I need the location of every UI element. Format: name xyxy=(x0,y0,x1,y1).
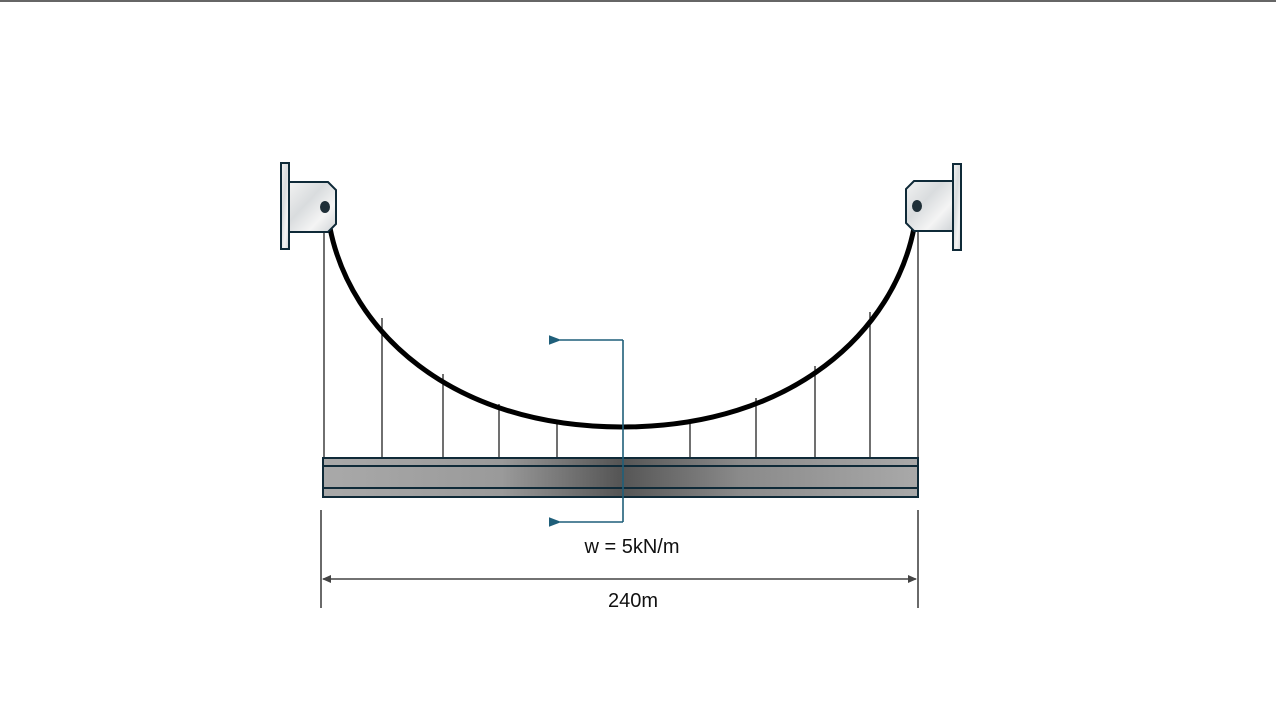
pin-icon xyxy=(320,201,330,213)
left-anchor-support xyxy=(280,162,337,250)
load-label: w = 5kN/m xyxy=(584,536,680,558)
right-anchor-support xyxy=(905,163,962,251)
main-cable xyxy=(327,227,917,430)
hangers xyxy=(323,230,919,458)
span-label: 240m xyxy=(607,590,659,612)
section-cut xyxy=(548,335,624,527)
pin-icon xyxy=(912,200,922,212)
top-border xyxy=(0,0,1276,2)
bridge-deck xyxy=(322,457,919,498)
span-dimension xyxy=(320,510,919,608)
